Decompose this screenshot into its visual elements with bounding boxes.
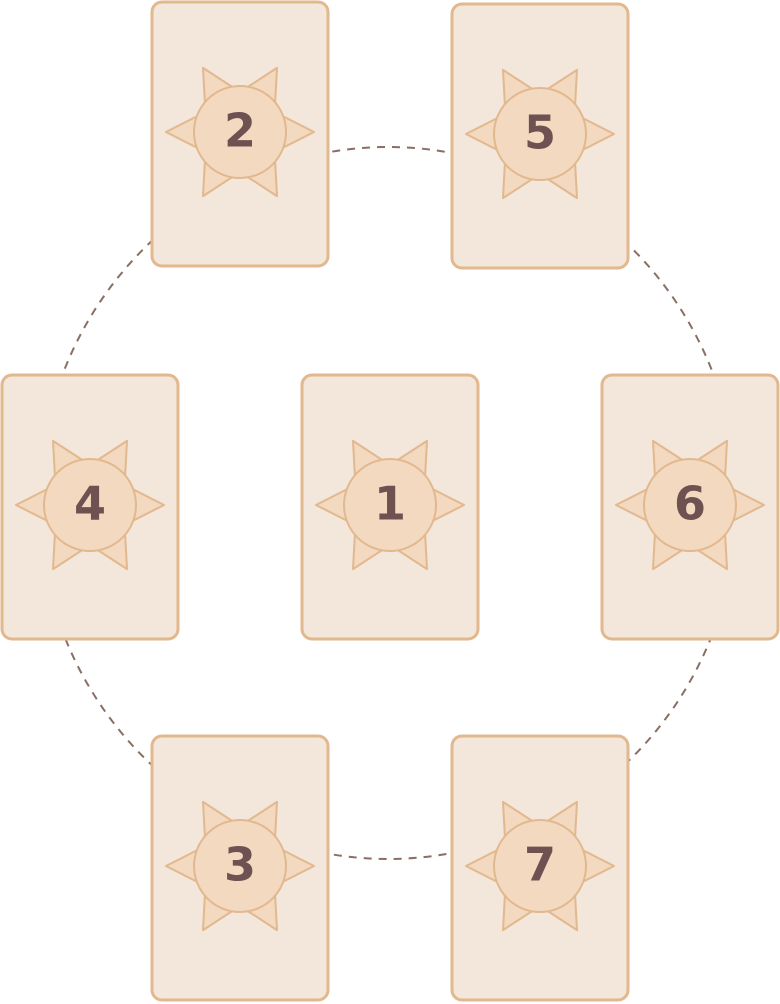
card-2: 2 (150, 0, 330, 268)
card-1: 1 (300, 373, 480, 641)
sun-icon (465, 68, 615, 200)
card-number: 1 (374, 477, 406, 531)
card-number: 5 (524, 106, 556, 160)
card-number: 2 (224, 104, 256, 158)
sun-disc (643, 458, 737, 552)
card-5: 5 (450, 2, 630, 270)
sun-disc (343, 458, 437, 552)
sun-icon (615, 439, 765, 571)
sun-disc (193, 819, 287, 913)
sun-icon (315, 439, 465, 571)
card-number: 7 (524, 838, 556, 892)
card-number: 3 (224, 838, 256, 892)
card-3: 3 (150, 734, 330, 1002)
card-number: 4 (74, 477, 106, 531)
card-7: 7 (450, 734, 630, 1002)
sun-icon (165, 66, 315, 198)
sun-disc (43, 458, 137, 552)
sun-icon (15, 439, 165, 571)
card-4: 4 (0, 373, 180, 641)
card-number: 6 (674, 477, 706, 531)
sun-icon (465, 800, 615, 932)
card-6: 6 (600, 373, 780, 641)
sun-disc (493, 819, 587, 913)
sun-disc (193, 85, 287, 179)
sun-disc (493, 87, 587, 181)
sun-icon (165, 800, 315, 932)
